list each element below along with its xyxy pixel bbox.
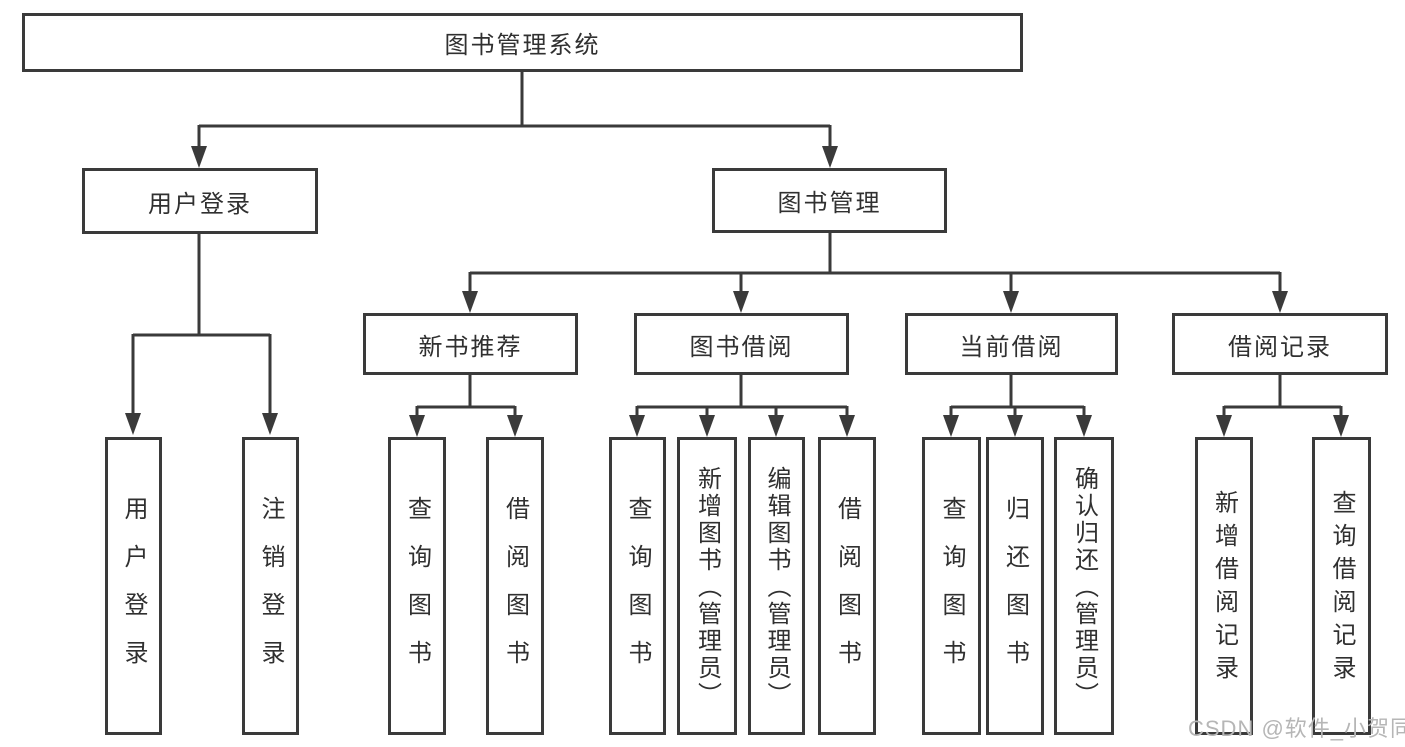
node-current-borrow: 当前借阅 — [905, 313, 1118, 375]
node-root-label: 图书管理系统 — [444, 32, 601, 59]
leaf-return-book-label: 归还图书 — [1001, 496, 1029, 688]
node-book-management-label: 图书管理 — [777, 190, 882, 217]
node-book-borrow: 图书借阅 — [634, 313, 849, 375]
leaf-query-borrow-record-label: 查询借阅记录 — [1328, 489, 1355, 688]
leaf-add-borrow-record: 新增借阅记录 — [1195, 437, 1253, 735]
leaf-borrow-book-recommend-label: 借阅图书 — [501, 496, 529, 688]
leaf-borrow-book-recommend: 借阅图书 — [486, 437, 544, 735]
leaf-logout-login: 注销登录 — [242, 437, 299, 735]
leaf-user-login-label: 用户登录 — [120, 496, 147, 688]
leaf-user-login: 用户登录 — [105, 437, 162, 735]
node-new-book-recommend-label: 新书推荐 — [418, 333, 523, 361]
node-book-borrow-label: 图书借阅 — [689, 333, 794, 361]
node-current-borrow-label: 当前借阅 — [959, 333, 1064, 361]
node-new-book-recommend: 新书推荐 — [363, 313, 578, 375]
leaf-return-book: 归还图书 — [986, 437, 1044, 735]
node-user-login-label: 用户登录 — [148, 190, 252, 218]
leaf-add-borrow-record-label: 新增借阅记录 — [1210, 489, 1238, 688]
watermark-text: CSDN @软件_小贺同学 — [1188, 716, 1405, 741]
node-borrow-record-label: 借阅记录 — [1228, 333, 1332, 361]
leaf-query-book-current-label: 查询图书 — [938, 496, 965, 688]
node-borrow-record: 借阅记录 — [1172, 313, 1388, 375]
leaf-logout-login-label: 注销登录 — [257, 496, 284, 688]
node-user-login: 用户登录 — [82, 168, 318, 234]
leaf-confirm-return-admin: 确认归还（管理员） — [1054, 437, 1114, 735]
leaf-edit-book-admin-label: 编辑图书（管理员） — [763, 465, 790, 709]
node-root: 图书管理系统 — [22, 13, 1023, 72]
leaf-add-book-admin-label: 新增图书（管理员） — [693, 465, 721, 709]
leaf-query-book-current: 查询图书 — [922, 437, 981, 735]
leaf-query-borrow-record: 查询借阅记录 — [1312, 437, 1371, 735]
leaf-query-book-borrow-label: 查询图书 — [624, 496, 651, 688]
leaf-confirm-return-admin-label: 确认归还（管理员） — [1070, 465, 1098, 709]
leaf-borrow-book-label: 借阅图书 — [833, 496, 861, 688]
leaf-query-book-borrow: 查询图书 — [609, 437, 666, 735]
leaf-query-book-recommend: 查询图书 — [388, 437, 446, 735]
leaf-add-book-admin: 新增图书（管理员） — [677, 437, 737, 735]
leaf-query-book-recommend-label: 查询图书 — [403, 496, 431, 688]
leaf-borrow-book: 借阅图书 — [818, 437, 876, 735]
node-book-management: 图书管理 — [712, 168, 947, 233]
leaf-edit-book-admin: 编辑图书（管理员） — [748, 437, 805, 735]
